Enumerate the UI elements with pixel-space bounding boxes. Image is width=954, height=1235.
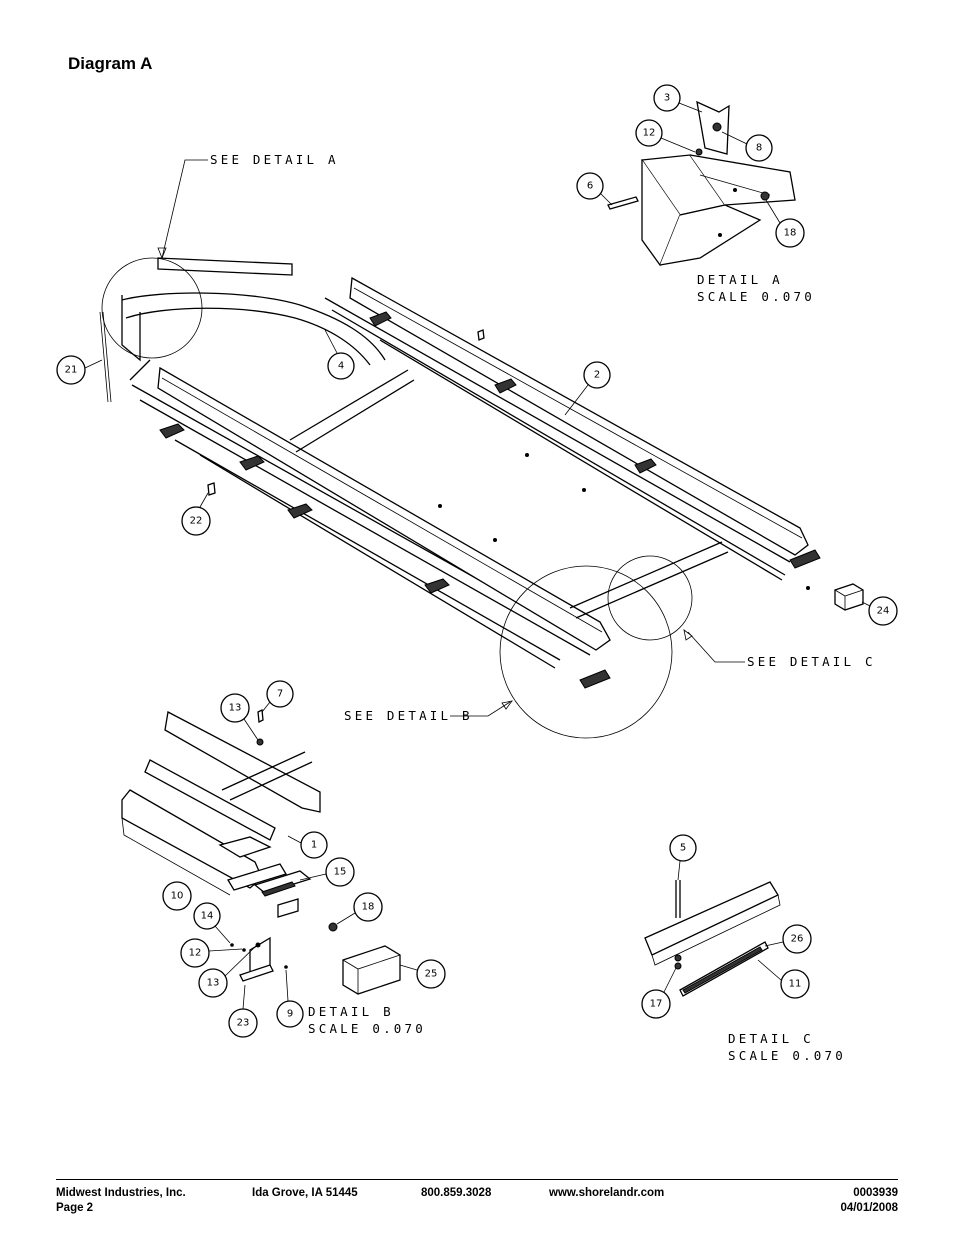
- svg-text:9: 9: [287, 1009, 293, 1020]
- balloon-6: 6: [576, 172, 613, 206]
- balloon-18-a: 18: [765, 199, 805, 248]
- balloon-10: 10: [162, 881, 192, 911]
- svg-text:4: 4: [338, 361, 344, 372]
- balloon-14: 14: [193, 902, 231, 944]
- main-frame-assembly: [99, 257, 864, 689]
- balloon-12: 12: [180, 938, 243, 968]
- svg-text:14: 14: [201, 911, 214, 922]
- see-detail-a-label: SEE DETAIL A: [210, 152, 339, 167]
- detail-c-drawing: [644, 880, 781, 997]
- svg-text:13: 13: [229, 703, 242, 714]
- footer-phone: 800.859.3028: [421, 1187, 492, 1199]
- footer-right: 0003939 04/01/2008: [840, 1186, 898, 1216]
- detail-b-circle: [499, 565, 673, 739]
- detail-b-scale: SCALE 0.070: [308, 1021, 426, 1036]
- svg-text:18: 18: [362, 902, 375, 913]
- balloon-4: 4: [324, 329, 355, 380]
- svg-text:6: 6: [587, 181, 593, 192]
- svg-text:1: 1: [311, 840, 317, 851]
- balloon-15: 13: [198, 945, 257, 998]
- balloon-8: 8: [721, 131, 773, 162]
- footer-date: 04/01/2008: [840, 1202, 898, 1214]
- balloon-5: 5: [669, 834, 697, 881]
- balloon-26: 26: [764, 924, 812, 954]
- svg-text:24: 24: [877, 606, 890, 617]
- svg-text:7: 7: [277, 689, 283, 700]
- footer-website: www.shorelandr.com: [549, 1187, 665, 1199]
- detail-a-scale: SCALE 0.070: [697, 289, 815, 304]
- footer-left: Midwest Industries, Inc. Page 2: [56, 1186, 186, 1216]
- svg-text:2: 2: [594, 370, 600, 381]
- footer-page: Page 2: [56, 1202, 94, 1214]
- balloon-21: 21: [56, 355, 103, 385]
- balloon-16: 12: [635, 119, 696, 153]
- svg-text:12: 12: [189, 948, 202, 959]
- balloon-9: 9: [276, 969, 304, 1028]
- balloon-7: 7: [261, 680, 294, 713]
- detail-c-scale: SCALE 0.070: [728, 1048, 846, 1063]
- svg-text:22: 22: [190, 516, 203, 527]
- svg-text:5: 5: [680, 843, 686, 854]
- detail-a-title: DETAIL A: [697, 272, 783, 287]
- balloon-25: 25: [399, 959, 446, 989]
- balloon-24: 24: [861, 596, 898, 626]
- svg-text:10: 10: [171, 891, 184, 902]
- balloon-3: 3: [653, 84, 703, 113]
- detail-b-drawing: [121, 708, 401, 995]
- see-detail-b-label: SEE DETAIL B: [344, 708, 473, 723]
- svg-text:21: 21: [65, 365, 78, 376]
- detail-a-drawing: [607, 100, 796, 267]
- detail-c-circle: [607, 555, 693, 641]
- svg-text:17: 17: [650, 999, 663, 1010]
- svg-text:11: 11: [789, 979, 802, 990]
- svg-text:13: 13: [207, 978, 220, 989]
- svg-text:15: 15: [334, 867, 347, 878]
- balloon-18-b: 18: [336, 892, 383, 925]
- svg-text:18: 18: [784, 228, 797, 239]
- detail-a-circle: [101, 257, 203, 359]
- balloon-11: 11: [757, 959, 810, 999]
- page-title: Diagram A: [68, 54, 153, 73]
- svg-text:12: 12: [643, 128, 656, 139]
- footer-company: Midwest Industries, Inc.: [56, 1187, 186, 1199]
- balloon-17: 17: [641, 967, 677, 1019]
- balloon-1: 1: [287, 831, 328, 859]
- svg-text:26: 26: [791, 934, 804, 945]
- balloon-23: 23: [228, 984, 258, 1038]
- svg-text:3: 3: [664, 93, 670, 104]
- detail-b-title: DETAIL B: [308, 1004, 394, 1019]
- balloon-20: 15: [299, 857, 355, 887]
- svg-text:23: 23: [237, 1018, 250, 1029]
- balloon-2: 2: [564, 361, 611, 416]
- detail-c-title: DETAIL C: [728, 1031, 814, 1046]
- see-detail-c-label: SEE DETAIL C: [747, 654, 876, 669]
- svg-text:8: 8: [756, 143, 762, 154]
- svg-text:25: 25: [425, 969, 438, 980]
- footer-city: Ida Grove, IA 51445: [252, 1187, 358, 1199]
- footer-doc-number: 0003939: [853, 1187, 898, 1199]
- balloon-13: 13: [220, 693, 259, 741]
- footer-rule: [56, 1179, 898, 1180]
- balloon-22: 22: [181, 492, 211, 536]
